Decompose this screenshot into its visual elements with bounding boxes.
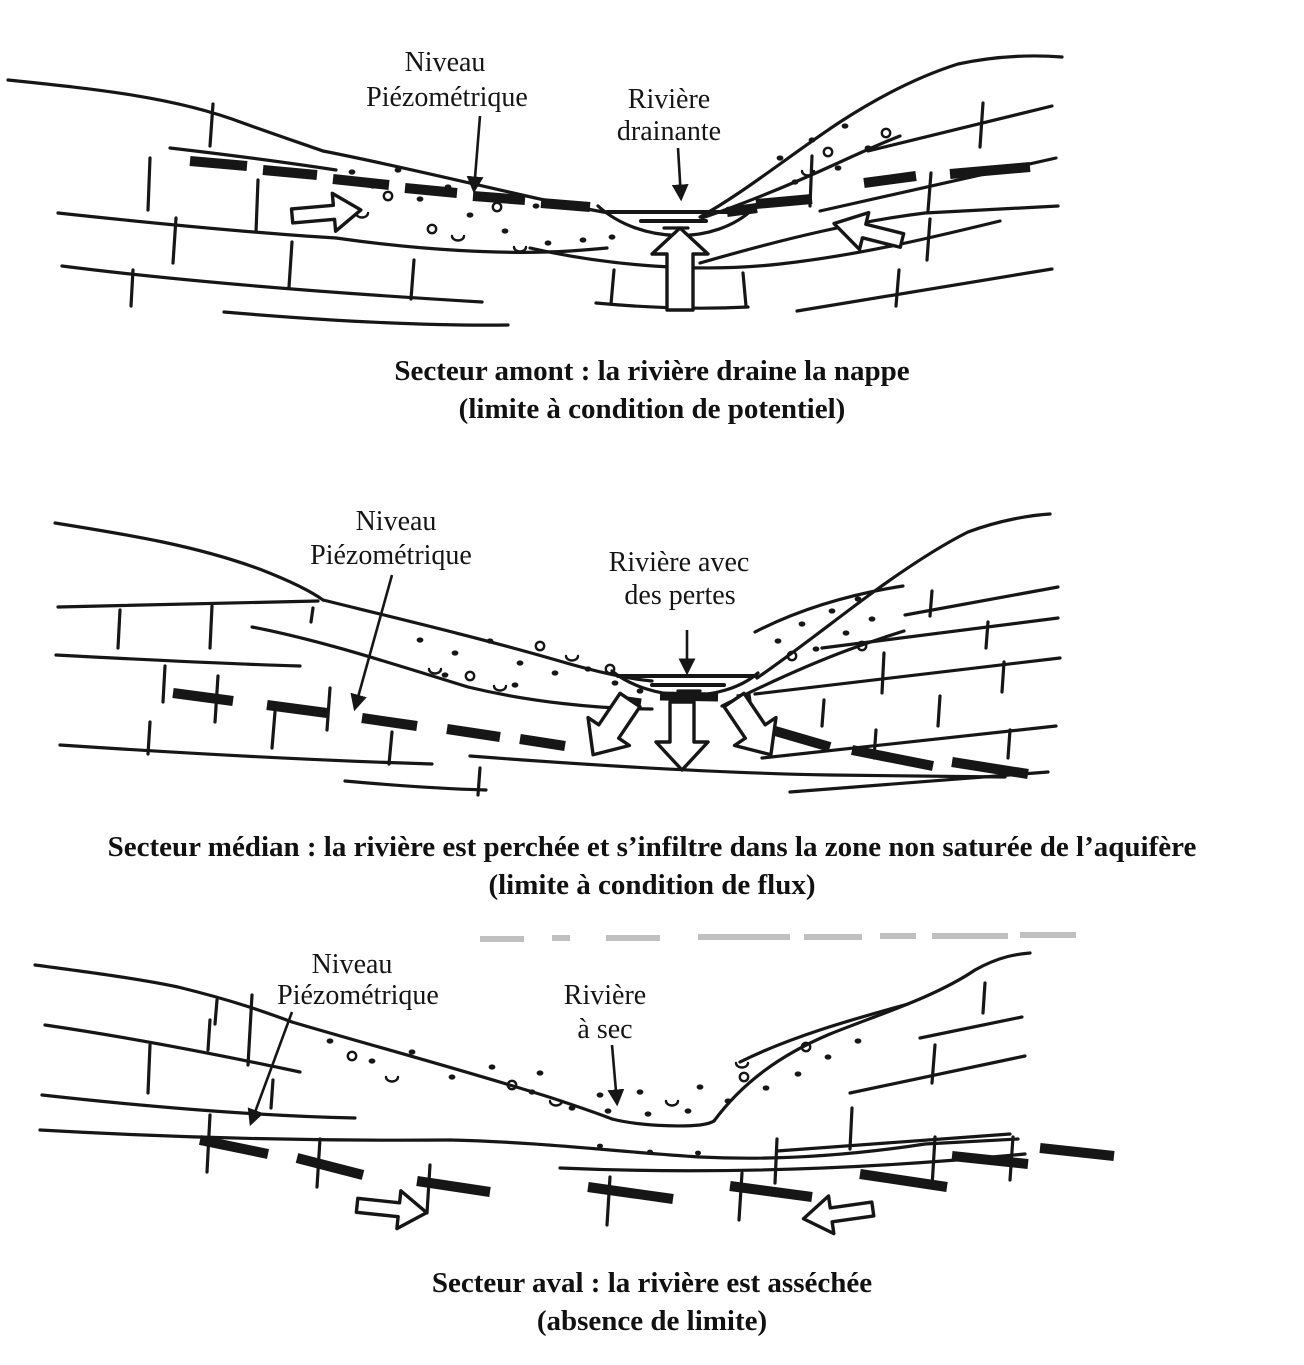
- caption-aval-line1: Secteur aval : la rivière est asséchée: [431, 1267, 873, 1299]
- alluvium-dots: [348, 123, 892, 253]
- flow-arrow-left-icon: [801, 1194, 876, 1236]
- label-riviere-2: à sec: [577, 1014, 632, 1045]
- panel-aval-drawing: Niveau Piézométrique Rivière à sec: [33, 932, 1115, 1236]
- alluvium-dots: [416, 596, 876, 694]
- scan-artifact-dashes: [480, 932, 1076, 942]
- flow-arrow-right-icon: [354, 1189, 429, 1231]
- label-arrow-piezometric: [466, 115, 484, 194]
- river-symbol: [610, 669, 760, 697]
- caption-median-line2: (limite à condition de flux): [488, 869, 816, 901]
- label-piezometrique: Piézométrique: [277, 980, 439, 1011]
- label-piezometrique: Piézométrique: [310, 540, 472, 571]
- upwelling-arrow-icon: [650, 226, 710, 312]
- caption-amont-line1: Secteur amont : la rivière draine la nap…: [394, 355, 910, 387]
- bedrock-left: [53, 521, 1007, 797]
- alluvium-dots: [326, 1038, 862, 1156]
- infiltration-arrow-right-icon: [722, 691, 778, 757]
- flow-arrow-right-icon: [289, 191, 363, 233]
- label-riviere: Rivière avec: [609, 547, 750, 578]
- caption-median: Secteur médian : la rivière est perchée …: [0, 828, 1304, 904]
- caption-amont-line2: (limite à condition de potentiel): [458, 393, 846, 425]
- label-riviere: Rivière: [628, 84, 710, 115]
- infiltration-arrow-left-icon: [586, 691, 642, 757]
- label-arrow-river: [607, 1044, 625, 1107]
- caption-aval-line2: (absence de limite): [536, 1305, 768, 1337]
- label-piezometrique: Piézométrique: [366, 82, 528, 113]
- label-riviere-2: des pertes: [624, 580, 735, 611]
- bedrock-right: [720, 512, 1062, 794]
- label-arrow-piezometric: [350, 574, 394, 712]
- panel-amont-drawing: Niveau Piézométrique Rivière drainante: [6, 47, 1064, 327]
- bedrock-right: [712, 951, 1032, 1185]
- label-arrow-piezometric: [247, 1011, 294, 1127]
- caption-aval: Secteur aval : la rivière est asséchée (…: [0, 1264, 1304, 1340]
- bedrock-left: [33, 963, 1027, 1227]
- label-niveau: Niveau: [356, 506, 437, 537]
- label-riviere-2: drainante: [617, 116, 721, 147]
- label-arrow-river: [671, 147, 689, 202]
- flow-arrow-left-icon: [832, 210, 906, 252]
- caption-amont: Secteur amont : la rivière draine la nap…: [0, 352, 1304, 428]
- label-riviere: Rivière: [564, 980, 646, 1011]
- infiltration-arrow-down-icon: [654, 700, 710, 772]
- caption-median-line1: Secteur médian : la rivière est perchée …: [107, 831, 1197, 863]
- piezometric-level-dashes: [189, 156, 1031, 217]
- bedrock-left: [6, 78, 1002, 327]
- panel-median-drawing: Niveau Piézométrique Rivière avec des pe…: [53, 506, 1062, 797]
- piezometric-level-dashes: [198, 1135, 1115, 1204]
- label-niveau: Niveau: [405, 47, 486, 78]
- label-niveau: Niveau: [312, 949, 393, 980]
